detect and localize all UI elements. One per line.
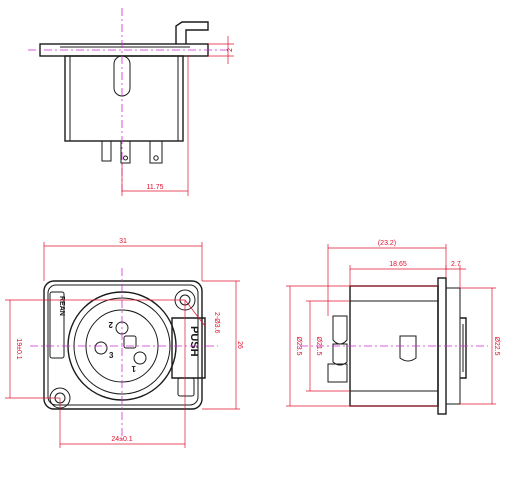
dim-flange-thickness: 2: [227, 48, 234, 52]
push-latch[interactable]: [171, 317, 206, 379]
push-label: PUSH: [188, 326, 200, 357]
dim-body-length: 18.65: [389, 261, 407, 268]
pin-hole-3: [94, 341, 108, 355]
side-pin-3: [327, 363, 348, 383]
top-body: [64, 55, 184, 142]
side-contact: [399, 335, 417, 362]
brand-label: REAN: [58, 296, 65, 316]
dim-hole-spacing-v: 19±0.1: [15, 338, 22, 359]
dim-hole-dia: 2-Ø3.6: [213, 312, 220, 334]
front-flange: [43, 280, 203, 410]
dim-height: 26: [236, 341, 243, 349]
side-pin-1: [332, 315, 348, 345]
front-view: 2 3 1 PUSH REAN 31 24±0.1 19±0.1 26: [5, 238, 243, 448]
dim-dia-right: Ø22.5: [493, 336, 500, 355]
dim-hole-spacing-h: 24±0.1: [111, 436, 132, 443]
dim-pin-offset: 11.75: [147, 184, 164, 191]
pin-hole-1: [133, 351, 147, 365]
pin-label-3: 3: [109, 351, 114, 360]
side-latch: [460, 317, 467, 379]
pin-label-1: 1: [131, 364, 136, 373]
side-pin-2: [332, 343, 348, 366]
dim-flange: 2.7: [451, 261, 461, 268]
top-view: 2 11.75: [28, 8, 234, 196]
dim-dia-outer: Ø23.5: [295, 336, 302, 355]
top-latch-tab: [175, 21, 209, 44]
dim-total-length: (23.2): [378, 240, 396, 247]
pin-label-2: 2: [108, 320, 113, 329]
dim-width: 31: [119, 238, 127, 245]
side-view: (23.2) 18.65 2.7 Ø23.5 Ø21.5 Ø22.5: [286, 240, 500, 415]
dim-dia-inner: Ø21.5: [315, 336, 322, 355]
